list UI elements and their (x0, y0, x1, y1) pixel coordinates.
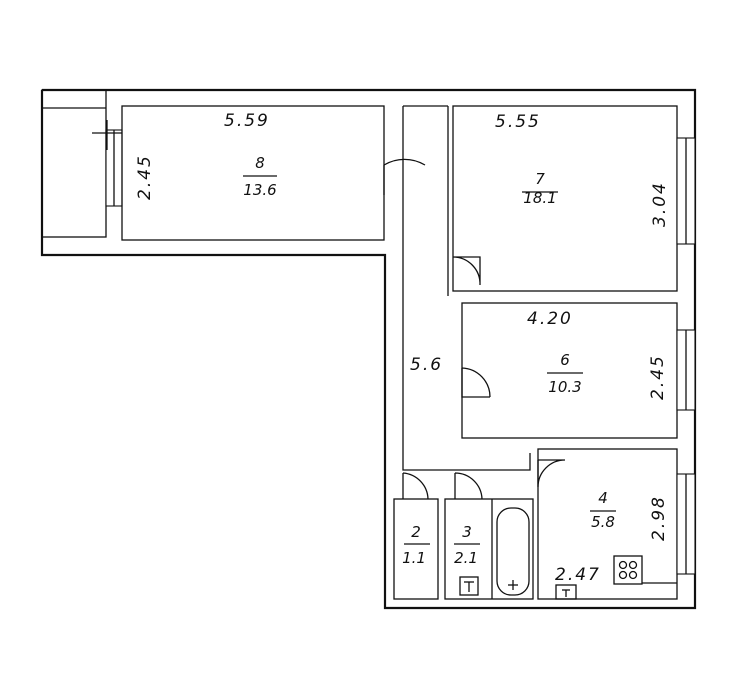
room-2: 2 1.1 (393, 472, 439, 600)
bathtub-icon (496, 507, 530, 596)
room-4: 2.47 2.98 4 5.8 (537, 448, 696, 600)
room-6-number: 6 (560, 351, 570, 369)
corridor-length-label: 5.6 (410, 355, 443, 375)
room-8-width-label: 5.59 (224, 111, 270, 131)
room-4-area: 5.8 (591, 513, 615, 531)
room-6-width-label: 4.20 (527, 309, 573, 329)
room-6-area: 10.3 (548, 378, 581, 396)
room-3-area: 2.1 (454, 549, 478, 567)
room-6-depth-label: 2.45 (648, 354, 668, 400)
room-8-area: 13.6 (243, 181, 276, 199)
room-4-number: 4 (598, 489, 608, 507)
room-8-depth-label: 2.45 (135, 154, 155, 200)
room-6: 4.20 2.45 6 10.3 (461, 302, 696, 439)
room-3-number: 3 (462, 523, 472, 541)
balcony (41, 89, 123, 238)
stove-icon (613, 555, 677, 585)
room-2-area: 1.1 (402, 549, 426, 567)
room-4-depth-label: 2.98 (649, 495, 669, 541)
room-7-number: 7 (535, 170, 545, 188)
room-7-width-label: 5.55 (495, 112, 541, 132)
corridor: 5.6 (402, 105, 531, 471)
room-7: 5.55 3.04 7 18.1 (452, 105, 696, 292)
room-7-area: 18.1 (523, 189, 556, 207)
room-7-depth-label: 3.04 (650, 181, 670, 227)
room-3: 3 2.1 (444, 472, 534, 600)
room-8-number: 8 (255, 154, 265, 172)
room-8: 5.59 2.45 8 13.6 (121, 105, 426, 241)
room-4-width-label: 2.47 (555, 565, 601, 585)
room-2-number: 2 (411, 523, 421, 541)
sink-icon (555, 584, 577, 600)
washbasin-icon (459, 576, 479, 596)
